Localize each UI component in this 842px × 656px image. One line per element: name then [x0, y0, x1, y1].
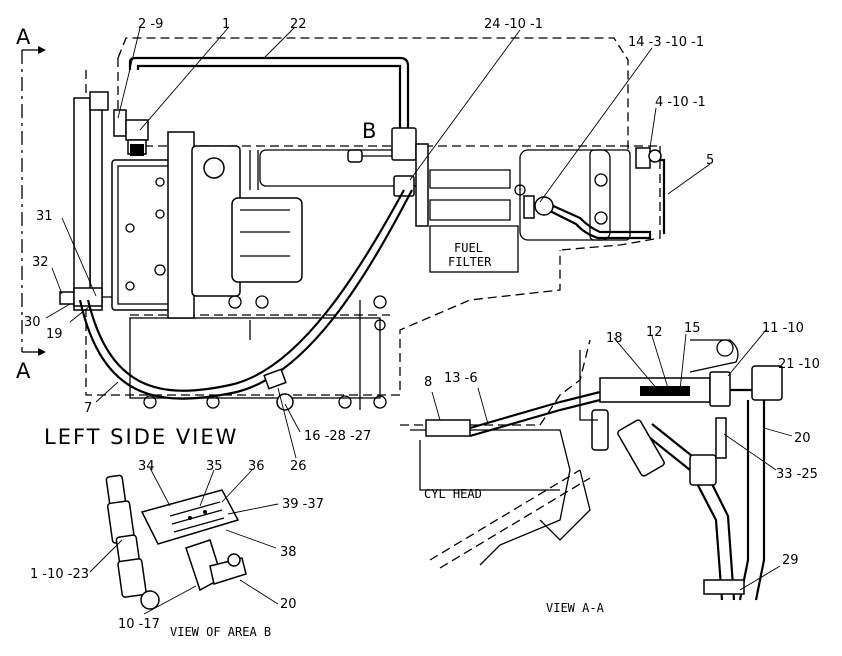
view-labels: A A B LEFT SIDE VIEW VIEW OF AREA B VIEW… [16, 25, 605, 639]
callout-21-10: 21 -10 [778, 357, 820, 372]
callout-12: 12 [646, 325, 663, 340]
callout-14-3-10-1: 14 -3 -10 -1 [628, 35, 704, 50]
detail-view-a-a [400, 339, 783, 601]
callout-2-9: 2 -9 [138, 17, 163, 32]
fuel-lines [78, 56, 666, 411]
callout-11-10: 11 -10 [762, 321, 804, 336]
fuel-filter-label-line1: FUEL [454, 241, 483, 255]
callout-26: 26 [290, 459, 307, 474]
callout-39-37: 39 -37 [282, 497, 324, 512]
callout-32: 32 [32, 255, 49, 270]
callout-34: 34 [138, 459, 155, 474]
callout-15: 15 [684, 321, 701, 336]
callout-16-28-27: 16 -28 -27 [304, 429, 371, 444]
view-a-a-title: VIEW A-A [546, 601, 605, 615]
left-side-view-title: LEFT SIDE VIEW [44, 425, 238, 449]
callout-31: 31 [36, 209, 53, 224]
callout-20-view-a-a: 20 [794, 431, 811, 446]
detail-area-b [105, 474, 247, 610]
section-marker-a-top: A [16, 25, 32, 49]
area-b-view-title: VIEW OF AREA B [170, 625, 271, 639]
callout-5: 5 [706, 153, 714, 168]
callout-4-10-1: 4 -10 -1 [655, 95, 706, 110]
view-marker-b: B [362, 119, 378, 143]
callout-30: 30 [24, 315, 41, 330]
callout-24-10-1: 24 -10 -1 [484, 17, 543, 32]
callout-labels: 2 -9 1 22 24 -10 -1 14 -3 -10 -1 4 -10 -… [24, 17, 820, 632]
section-marker-a-bottom: A [16, 359, 32, 383]
fuel-pump-assembly [59, 91, 303, 319]
callout-13-6: 13 -6 [444, 371, 478, 386]
callout-38: 38 [280, 545, 297, 560]
callout-1: 1 [222, 17, 230, 32]
callout-1-10-23: 1 -10 -23 [30, 567, 89, 582]
section-line-a [21, 46, 46, 356]
fuel-filter-label-line2: FILTER [448, 255, 492, 269]
leader-lines [45, 27, 793, 615]
callout-7: 7 [84, 401, 92, 416]
callout-36: 36 [248, 459, 265, 474]
callout-18: 18 [606, 331, 623, 346]
callout-35: 35 [206, 459, 223, 474]
callout-33-25: 33 -25 [776, 467, 818, 482]
callout-10-17: 10 -17 [118, 617, 160, 632]
callout-22: 22 [290, 17, 307, 32]
callout-8: 8 [424, 375, 432, 390]
callout-29: 29 [782, 553, 799, 568]
callout-19: 19 [46, 327, 63, 342]
cyl-head-label: CYL HEAD [424, 487, 482, 501]
callout-20-area-b: 20 [280, 597, 297, 612]
